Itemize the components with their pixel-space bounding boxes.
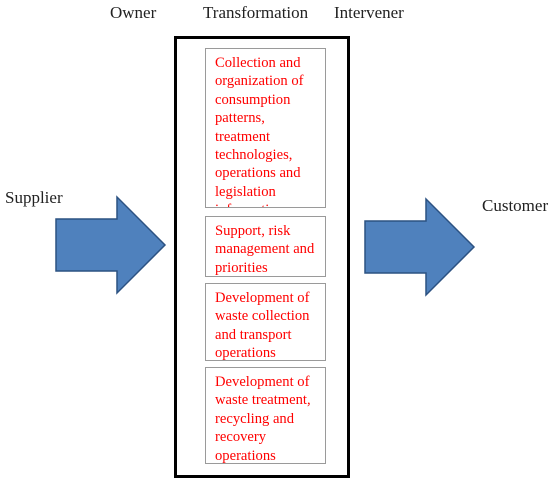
step-information-collection: Collection and organization of consumpti… (205, 48, 326, 208)
supplier-arrow (55, 195, 167, 295)
transformation-header: Transformation (203, 3, 309, 22)
intervener-header: Intervener (334, 3, 404, 22)
customer-arrow (364, 197, 476, 297)
supplier-label: Supplier (5, 188, 63, 207)
step-collection-transport: Development of waste collection and tran… (205, 283, 326, 361)
transformation-box: Collection and organization of consumpti… (174, 36, 350, 478)
step-risk-management: Support, risk management and priorities (205, 216, 326, 277)
owner-header: Owner (110, 3, 157, 22)
step-treatment-recycling: Development of waste treatment, recyclin… (205, 367, 326, 464)
customer-label: Customer (482, 196, 549, 215)
